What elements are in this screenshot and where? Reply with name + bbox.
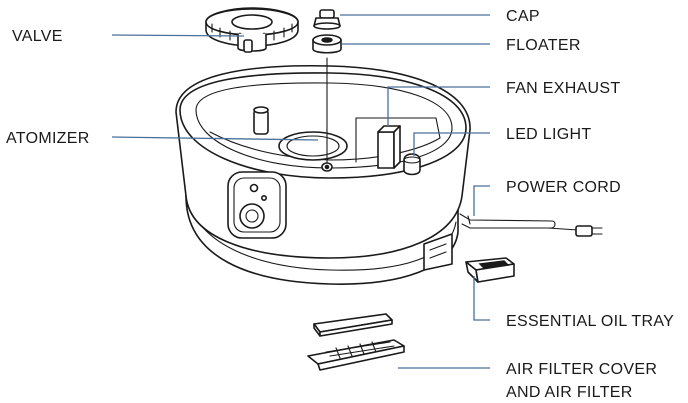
label-air-filter-line2: AND AIR FILTER bbox=[506, 384, 633, 401]
fan-exhaust bbox=[377, 131, 395, 169]
label-cap: CAP bbox=[506, 8, 540, 25]
cap-part bbox=[313, 9, 341, 30]
rear-panel bbox=[423, 233, 453, 271]
label-floater: FLOATER bbox=[506, 37, 581, 54]
floater-part bbox=[312, 34, 342, 54]
labels: VALVE CAP FLOATER FAN EXHAUST ATOMIZER L… bbox=[6, 8, 674, 401]
air-filter-cover-part bbox=[307, 339, 405, 371]
valve-leader bbox=[111, 34, 245, 37]
label-air-filter-line1: AIR FILTER COVER bbox=[506, 361, 657, 378]
knob-dot-right bbox=[260, 195, 267, 202]
power-cord-part bbox=[459, 213, 603, 237]
label-valve: VALVE bbox=[12, 28, 63, 45]
essential-oil-tray-leader bbox=[473, 276, 490, 321]
valve-post-top bbox=[253, 106, 269, 114]
fan-exhaust-side bbox=[393, 125, 401, 169]
rear-panel-detail bbox=[429, 243, 447, 259]
control-knob bbox=[239, 203, 265, 229]
indicator-led bbox=[249, 183, 259, 193]
inner-rim bbox=[195, 82, 453, 169]
label-essential-oil-tray: ESSENTIAL OIL TRAY bbox=[506, 313, 674, 330]
fan-exhaust-leader bbox=[387, 86, 490, 126]
atomizer-center-dot bbox=[324, 164, 330, 170]
atomizer-leader bbox=[111, 136, 319, 141]
air-filter-part bbox=[313, 313, 393, 337]
valve-part bbox=[205, 7, 299, 53]
control-knob-center bbox=[245, 209, 259, 223]
humidifier-body bbox=[175, 57, 471, 285]
leader-lines bbox=[111, 14, 490, 369]
label-fan-exhaust: FAN EXHAUST bbox=[506, 80, 620, 97]
essential-oil-tray-part bbox=[465, 257, 515, 283]
control-panel-inner bbox=[233, 177, 281, 233]
led-light-top bbox=[403, 156, 421, 164]
power-cord-leader bbox=[473, 185, 490, 216]
inner-floor bbox=[209, 131, 441, 161]
label-power-cord: POWER CORD bbox=[506, 179, 621, 196]
label-led-light: LED LIGHT bbox=[506, 126, 591, 143]
inner-wall bbox=[355, 117, 441, 163]
atomizer-disc-inner bbox=[286, 135, 340, 157]
label-atomizer: ATOMIZER bbox=[6, 130, 90, 147]
led-light-leader bbox=[413, 132, 490, 156]
